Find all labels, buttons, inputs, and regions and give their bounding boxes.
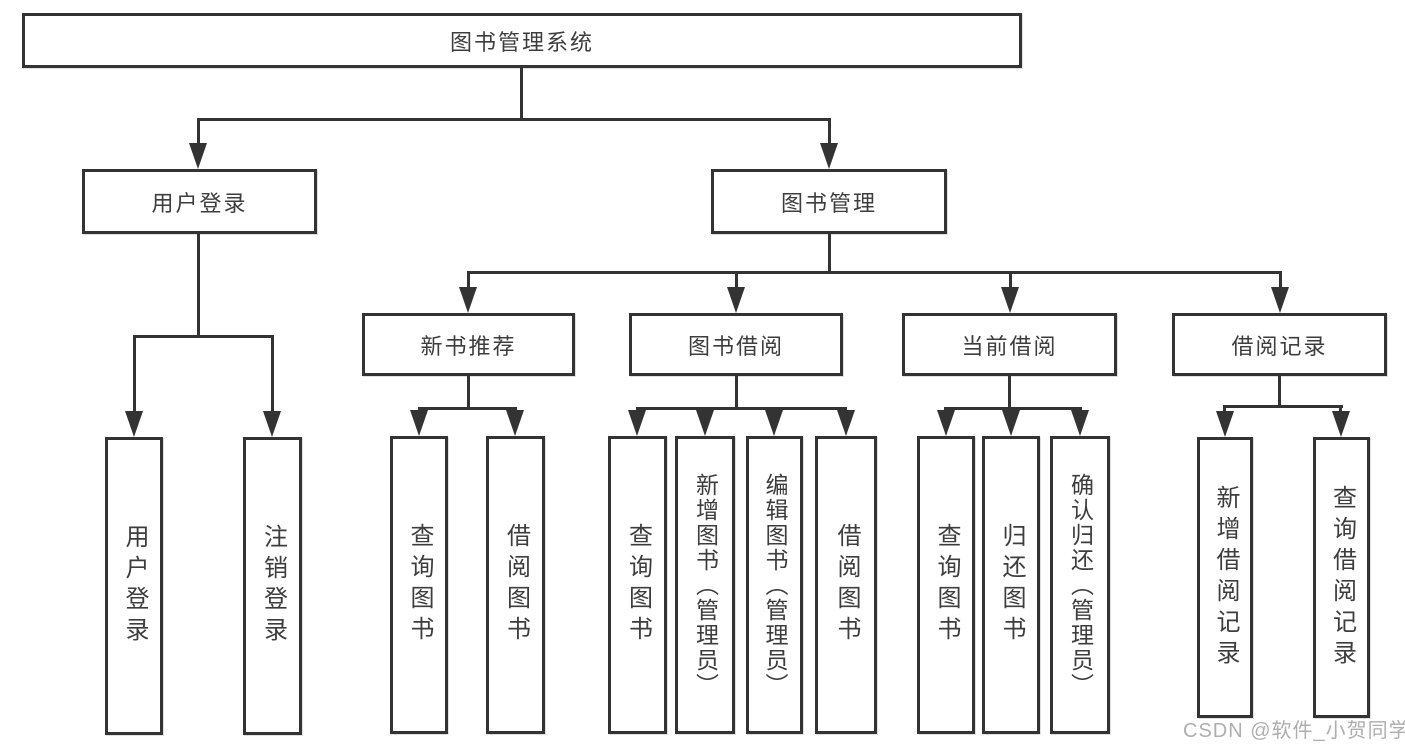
- node-label: 新书推荐: [420, 333, 517, 359]
- leaf-label: 查询图书: [933, 523, 960, 647]
- leaf-label: 编辑图书（管理员）: [762, 472, 788, 698]
- arrowhead-down-icon: [820, 143, 838, 169]
- connector-book-borrow-stem: [735, 376, 738, 407]
- arrowhead-down-icon: [506, 410, 524, 436]
- arrowhead-down-icon: [628, 410, 646, 436]
- node-label: 图书管理系统: [449, 29, 594, 55]
- leaf-label: 查询图书: [624, 523, 652, 647]
- leaf-label: 新增借阅记录: [1212, 484, 1239, 671]
- connector-book-management-crossbar: [467, 271, 1281, 274]
- connector-current-borrow-crossbar: [945, 407, 1082, 410]
- leaf-add-book-admin: 新增图书（管理员）: [675, 436, 735, 734]
- node-label: 用户登录: [151, 190, 248, 216]
- node-new-book-recommend: 新书推荐: [362, 313, 575, 376]
- node-current-borrow: 当前借阅: [902, 313, 1117, 376]
- node-book-management: 图书管理: [711, 169, 947, 234]
- arrowhead-down-icon: [1332, 411, 1350, 437]
- arrowhead-down-icon: [1271, 287, 1289, 313]
- leaf-query-books-borrow: 查询图书: [608, 436, 667, 734]
- node-label: 当前借阅: [961, 333, 1058, 359]
- node-borrow-record: 借阅记录: [1172, 313, 1387, 376]
- arrowhead-down-icon: [1002, 410, 1020, 436]
- arrowhead-down-icon: [1001, 287, 1019, 313]
- node-label: 图书借阅: [687, 333, 784, 359]
- csdn-watermark: CSDN @软件_小贺同学: [1183, 720, 1405, 742]
- leaf-label: 借阅图书: [833, 523, 860, 647]
- leaf-label: 确认归还（管理员）: [1067, 472, 1094, 698]
- arrowhead-down-icon: [837, 410, 855, 436]
- connector-root-stem: [520, 68, 523, 118]
- arrowhead-down-icon: [765, 410, 783, 436]
- node-user-login: 用户登录: [82, 169, 317, 234]
- connector-drop-book-management: [828, 118, 831, 150]
- connector-drop-book-borrow: [735, 271, 738, 289]
- leaf-label: 用户登录: [121, 524, 148, 648]
- arrowhead-down-icon: [189, 143, 207, 169]
- connector-user-login-stem: [197, 234, 200, 335]
- connector-drop: [1339, 405, 1342, 413]
- arrowhead-down-icon: [727, 287, 745, 313]
- connector-user-login-crossbar: [133, 335, 274, 338]
- connector-drop-new-book: [467, 271, 470, 289]
- leaf-return-book: 归还图书: [982, 436, 1040, 734]
- leaf-query-borrow-record: 查询借阅记录: [1313, 437, 1370, 718]
- connector-borrow-record-crossbar: [1224, 405, 1343, 408]
- leaf-borrow-books-recommend: 借阅图书: [486, 436, 545, 734]
- leaf-user-login: 用户登录: [105, 437, 163, 735]
- node-library-management-system: 图书管理系统: [22, 13, 1022, 68]
- arrowhead-down-icon: [459, 287, 477, 313]
- connector-book-management-stem: [828, 234, 831, 271]
- connector-drop-current-borrow: [1009, 271, 1012, 289]
- leaf-edit-book-admin: 编辑图书（管理员）: [746, 436, 803, 734]
- arrowhead-down-icon: [263, 411, 281, 437]
- node-label: 图书管理: [780, 190, 877, 216]
- arrowhead-down-icon: [125, 411, 143, 437]
- connector-drop-user-login: [197, 118, 200, 150]
- connector-borrow-record-stem: [1278, 376, 1281, 405]
- leaf-label: 查询借阅记录: [1328, 484, 1356, 671]
- connector-drop: [1223, 405, 1226, 413]
- connector-new-book-crossbar: [418, 407, 517, 410]
- connector-drop-borrow-record: [1279, 271, 1282, 289]
- leaf-label: 查询图书: [406, 523, 433, 647]
- connector-drop-leaf-logout: [271, 335, 274, 413]
- arrowhead-down-icon: [410, 410, 428, 436]
- leaf-label: 借阅图书: [502, 523, 530, 647]
- connector-book-borrow-crossbar: [636, 407, 847, 410]
- leaf-logout: 注销登录: [243, 437, 302, 735]
- leaf-label: 注销登录: [259, 524, 287, 648]
- leaf-label: 归还图书: [998, 523, 1025, 647]
- connector-new-book-stem: [467, 376, 470, 407]
- connector-current-borrow-stem: [1008, 376, 1011, 407]
- arrowhead-down-icon: [1071, 410, 1089, 436]
- arrowhead-down-icon: [1216, 411, 1234, 437]
- connector-drop-leaf-user-login: [133, 335, 136, 413]
- leaf-add-borrow-record: 新增借阅记录: [1197, 437, 1253, 718]
- arrowhead-down-icon: [696, 410, 714, 436]
- leaf-query-books-recommend: 查询图书: [390, 436, 448, 734]
- node-label: 借阅记录: [1231, 333, 1328, 359]
- leaf-borrow-books: 借阅图书: [815, 436, 877, 734]
- leaf-label: 新增图书（管理员）: [692, 472, 719, 698]
- arrowhead-down-icon: [937, 410, 955, 436]
- leaf-query-books-current: 查询图书: [917, 436, 975, 734]
- connector-root-crossbar: [197, 118, 831, 121]
- node-book-borrow: 图书借阅: [629, 313, 843, 376]
- leaf-confirm-return-admin: 确认归还（管理员）: [1050, 436, 1110, 734]
